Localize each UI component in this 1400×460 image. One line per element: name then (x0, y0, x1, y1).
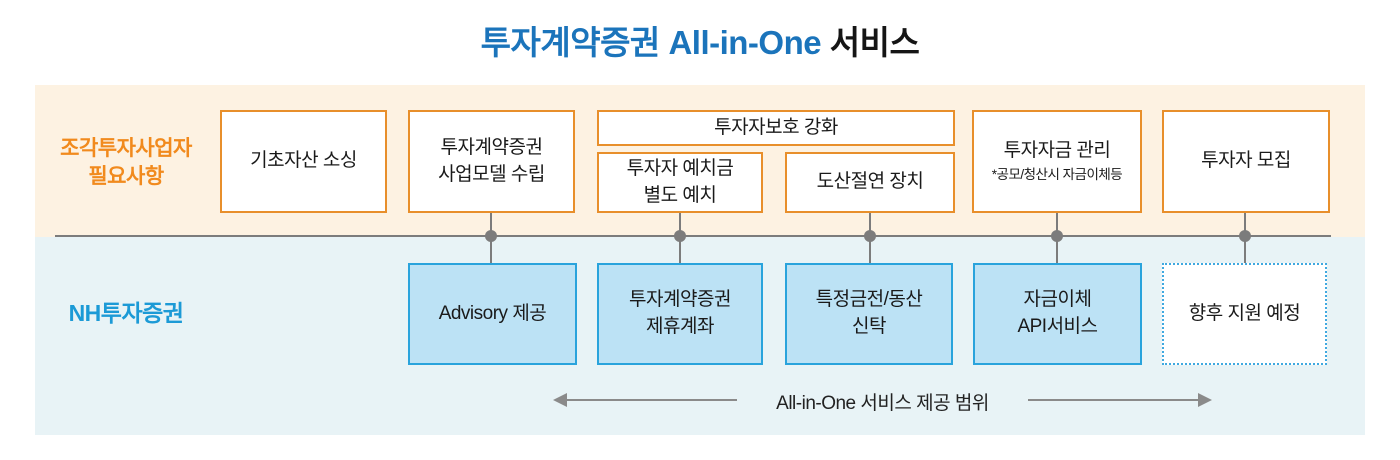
investor-protection-header: 투자자보호 강화 (597, 110, 955, 146)
right-arrow-line (1028, 399, 1200, 401)
diagram-title-highlight: 투자계약증권 All-in-One (480, 24, 822, 61)
connector-dot-advisory (485, 230, 497, 242)
investor-protection-header-label: 투자자보호 강화 (714, 116, 838, 138)
connector-dot-transfer-api (1051, 230, 1063, 242)
box-specified-trust: 특정금전/동산 신탁 (785, 263, 953, 365)
diagram-title-suffix: 서비스 (821, 24, 920, 61)
section-divider-line (55, 235, 1331, 237)
box-business-model-line2: 사업모델 수립 (438, 163, 545, 185)
box-transfer-api-line2: API서비스 (1017, 316, 1098, 337)
box-advisory-label: Advisory 제공 (438, 302, 547, 324)
provider-requirements-label-line2: 필요사항 (88, 165, 164, 189)
box-asset-sourcing-label: 기초자산 소싱 (250, 150, 357, 172)
diagram-title: 투자계약증권 All-in-One 서비스 (0, 16, 1400, 64)
box-fund-management-label: 투자자금 관리 (1003, 139, 1111, 161)
box-partner-account-line1: 투자계약증권 (629, 289, 731, 311)
box-advisory: Advisory 제공 (408, 263, 577, 365)
connector-dot-future-support (1239, 230, 1251, 242)
box-transfer-api-line1: 자금이체 (1023, 289, 1092, 311)
box-partner-account-line2: 제휴계좌 (646, 316, 714, 337)
box-deposit-separation-line1: 투자자 예치금 (626, 157, 734, 179)
left-arrowhead-icon (553, 393, 567, 407)
box-investor-recruitment: 투자자 모집 (1162, 110, 1330, 213)
service-range-label: All-in-One 서비스 제공 범위 (776, 393, 989, 414)
box-partner-account: 투자계약증권 제휴계좌 (597, 263, 763, 365)
box-transfer-api: 자금이체 API서비스 (973, 263, 1142, 365)
box-deposit-separation: 투자자 예치금 별도 예치 (597, 152, 763, 213)
box-business-model-line1: 투자계약증권 (440, 136, 543, 158)
box-asset-sourcing: 기초자산 소싱 (220, 110, 387, 213)
box-future-support-label: 향후 지원 예정 (1188, 302, 1301, 324)
left-arrow-line (565, 399, 737, 401)
box-specified-trust-line1: 특정금전/동산 (815, 289, 923, 311)
fund-management-note: *공모/청산시 자금이체등 (991, 167, 1123, 183)
box-deposit-separation-line2: 별도 예치 (643, 184, 717, 206)
connector-dot-partner-account (674, 230, 686, 242)
box-bankruptcy-remoteness: 도산절연 장치 (785, 152, 955, 213)
right-arrowhead-icon (1198, 393, 1212, 407)
connector-dot-trust (864, 230, 876, 242)
nh-securities-label: NH투자증권 (68, 300, 184, 326)
provider-requirements-label: 조각투자사업자 필요사항 (45, 135, 207, 192)
box-future-support: 향후 지원 예정 (1162, 263, 1327, 365)
box-fund-management: 투자자금 관리 *공모/청산시 자금이체등 (972, 110, 1142, 213)
box-investor-recruitment-label: 투자자 모집 (1201, 150, 1291, 172)
box-business-model: 투자계약증권 사업모델 수립 (408, 110, 575, 213)
box-bankruptcy-remoteness-label: 도산절연 장치 (816, 171, 924, 193)
box-specified-trust-line2: 신탁 (852, 316, 886, 337)
provider-requirements-label-line1: 조각투자사업자 (60, 137, 192, 160)
